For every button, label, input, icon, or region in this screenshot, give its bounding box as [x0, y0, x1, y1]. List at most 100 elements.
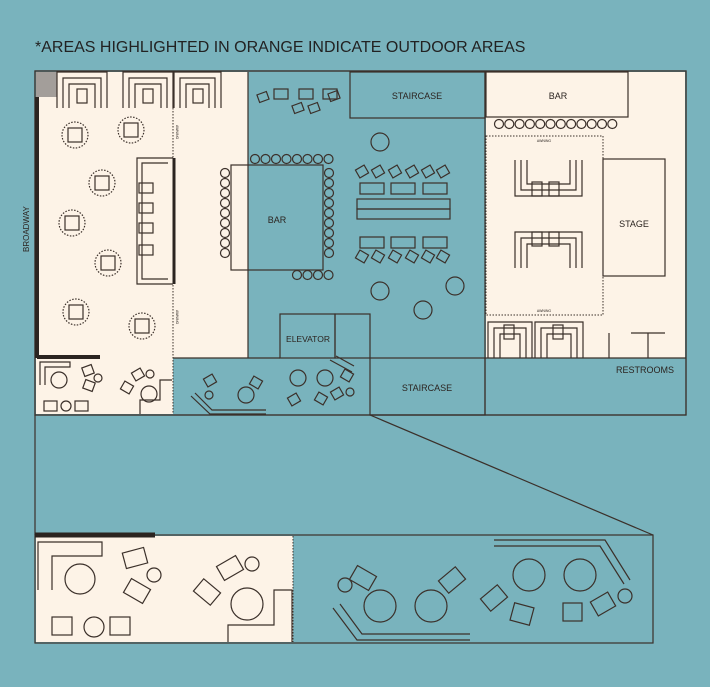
banquette — [194, 392, 266, 411]
table — [76, 88, 88, 104]
chair — [435, 249, 451, 264]
lounge-area — [61, 121, 89, 149]
booth-seating — [185, 83, 210, 108]
bar-stool — [219, 167, 231, 179]
right-bar — [485, 71, 629, 118]
chair — [215, 554, 245, 582]
table — [363, 589, 397, 623]
banquette — [335, 355, 355, 367]
chair — [589, 591, 617, 617]
bar-stool — [323, 187, 335, 199]
table — [548, 181, 560, 197]
table — [422, 182, 448, 195]
bar-stool — [312, 153, 324, 165]
awning-area — [485, 135, 604, 316]
table — [68, 304, 84, 320]
booth-seating — [134, 83, 162, 108]
chair — [192, 577, 222, 607]
table — [123, 122, 139, 138]
booth-seating — [546, 333, 572, 358]
chair — [248, 375, 264, 390]
table — [64, 215, 80, 231]
chair — [509, 601, 535, 627]
bar-stool — [281, 153, 292, 165]
table — [134, 318, 150, 334]
chair — [387, 249, 403, 264]
staircase-bottom-label: STAIRCASE — [402, 383, 452, 393]
bar-stool — [219, 207, 231, 219]
lounge-area — [88, 169, 116, 197]
table — [503, 324, 515, 340]
banquette — [494, 545, 625, 585]
table — [422, 236, 448, 249]
bar-stool — [323, 167, 335, 179]
bar-stool — [607, 118, 618, 130]
banquette — [141, 162, 168, 280]
table — [316, 369, 334, 387]
chair — [43, 400, 58, 412]
table — [413, 300, 433, 320]
chair — [348, 564, 378, 592]
table — [60, 400, 72, 412]
chair — [562, 602, 583, 622]
banquette — [494, 539, 631, 581]
chair — [370, 249, 386, 264]
chair — [339, 368, 355, 383]
table — [345, 387, 355, 397]
banquette — [37, 541, 103, 590]
banquette — [190, 395, 266, 415]
table — [289, 369, 307, 387]
table — [244, 556, 260, 572]
bar-stool — [219, 237, 231, 249]
booth-seating — [493, 327, 527, 358]
bar-stool — [219, 197, 231, 209]
bar-stool — [596, 118, 608, 130]
lounge-area — [94, 249, 122, 277]
table — [414, 589, 448, 623]
chair — [109, 616, 131, 636]
restrooms-label: RESTROOMS — [616, 365, 674, 375]
bar-stool — [323, 269, 334, 281]
chair — [420, 249, 436, 264]
legend-note: *AREAS HIGHLIGHTED IN ORANGE INDICATE OU… — [35, 39, 525, 56]
right-bar-label: BAR — [549, 91, 568, 101]
booth-seating — [56, 71, 108, 108]
main-bar-label: BAR — [268, 215, 287, 225]
chair — [420, 164, 436, 179]
table — [370, 132, 390, 152]
chair — [479, 583, 509, 613]
table — [617, 588, 633, 604]
chair — [256, 90, 270, 104]
bar-stool — [219, 187, 231, 199]
chair — [370, 164, 386, 179]
chair — [387, 164, 403, 179]
banquette — [332, 607, 470, 641]
chair — [122, 577, 152, 605]
bar-stool — [323, 207, 335, 219]
table — [359, 182, 385, 195]
stage-label: STAGE — [619, 219, 649, 229]
chair — [51, 616, 73, 636]
table — [237, 386, 255, 404]
outdoor-area-lower — [36, 536, 293, 642]
banquette — [227, 589, 293, 642]
awning-label: AWNING — [537, 139, 552, 143]
lounge-area — [128, 312, 156, 340]
table — [548, 231, 560, 247]
bar-stool — [291, 269, 303, 281]
elevator-label: ELEVATOR — [286, 334, 330, 344]
table — [359, 236, 385, 249]
banquette — [39, 361, 71, 385]
bar-stool — [514, 118, 525, 130]
bar-stool — [219, 217, 231, 229]
table — [370, 281, 390, 301]
booth-seating — [487, 321, 533, 358]
booth-seating — [128, 77, 168, 108]
table — [322, 88, 338, 100]
bar-stool — [219, 227, 231, 239]
bar-stool — [535, 118, 546, 130]
bar-stool — [302, 153, 313, 165]
table — [94, 175, 110, 191]
bar-stool — [504, 118, 515, 130]
bar-stool — [323, 177, 335, 189]
